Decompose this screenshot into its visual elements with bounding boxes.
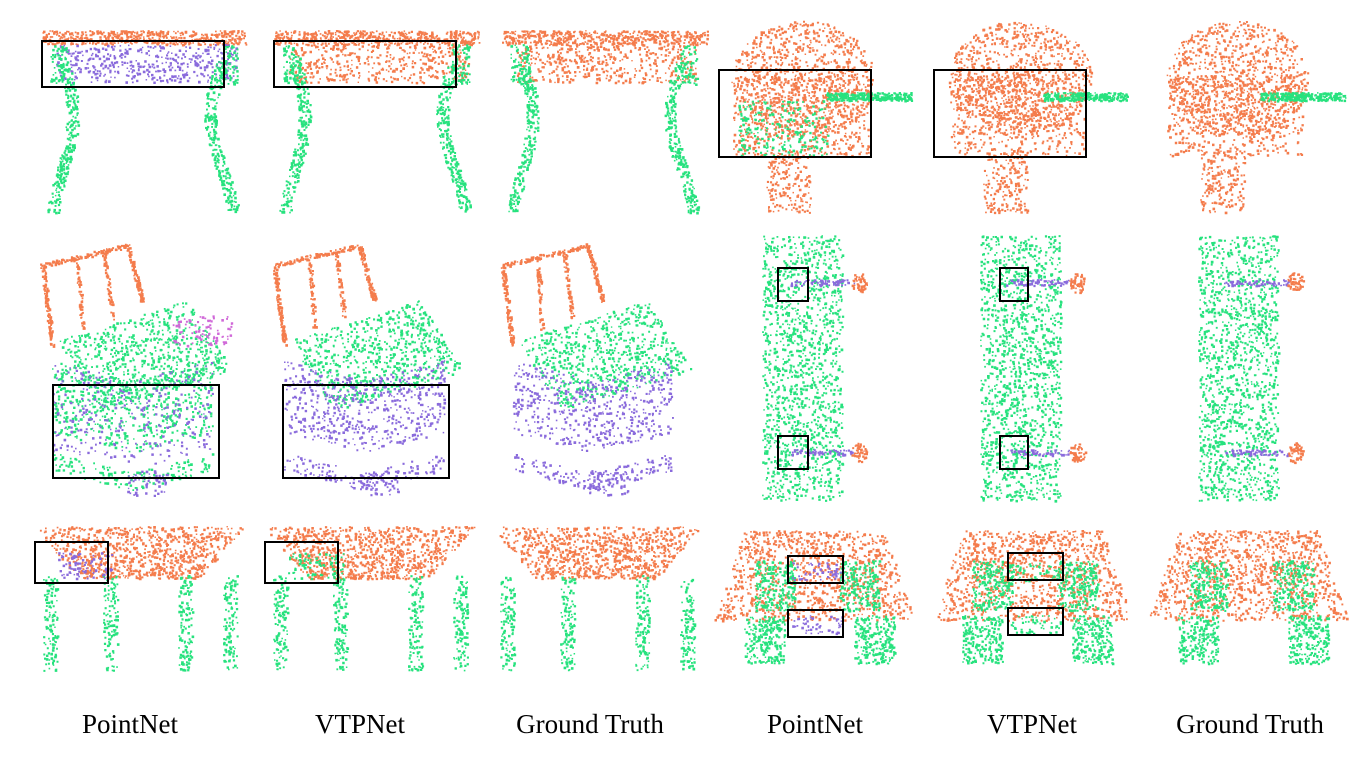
lamp-point-cloud (933, 21, 1129, 215)
table-point-cloud (264, 526, 476, 672)
error-highlight-box (777, 267, 809, 302)
skateboard-point-cloud (762, 235, 869, 502)
error-highlight-box (52, 384, 220, 479)
caption-vtpnet-left: VTPNet (315, 709, 405, 739)
error-highlight-box (777, 435, 809, 470)
error-highlight-box (718, 69, 872, 158)
chair-point-cloud (500, 243, 693, 497)
error-highlight-box (41, 40, 225, 88)
error-highlight-box (999, 267, 1029, 302)
error-highlight-box (999, 435, 1029, 470)
error-highlight-box (787, 555, 844, 584)
error-highlight-box (264, 541, 339, 584)
error-highlight-box (1007, 552, 1064, 581)
chair-point-cloud (937, 530, 1128, 666)
caption-ground-truth-left: Ground Truth (516, 709, 664, 739)
skateboard-point-cloud (1198, 235, 1306, 502)
chair-point-cloud (40, 243, 234, 497)
table-point-cloud (502, 30, 710, 215)
error-highlight-box (933, 69, 1087, 158)
error-highlight-box (1007, 607, 1064, 636)
table-point-cloud (273, 30, 481, 214)
lamp-point-cloud (1166, 21, 1347, 215)
segmentation-figure (34, 20, 1349, 672)
chair-point-cloud (1149, 530, 1349, 666)
error-highlight-box (34, 541, 109, 584)
error-highlight-box (282, 384, 450, 479)
error-highlight-box (787, 609, 844, 638)
error-highlight-box (273, 40, 457, 88)
caption-ground-truth-right: Ground Truth (1176, 709, 1324, 739)
caption-pointnet-left: PointNet (81, 709, 178, 739)
caption-vtpnet-right: VTPNet (987, 709, 1077, 739)
table-point-cloud (499, 526, 700, 672)
table-point-cloud (34, 526, 244, 672)
table-point-cloud (41, 30, 248, 215)
lamp-point-cloud (718, 20, 914, 214)
caption-pointnet-right: PointNet (766, 709, 863, 739)
skateboard-point-cloud (980, 235, 1088, 503)
chair-point-cloud (273, 244, 461, 497)
chair-point-cloud (714, 530, 913, 666)
